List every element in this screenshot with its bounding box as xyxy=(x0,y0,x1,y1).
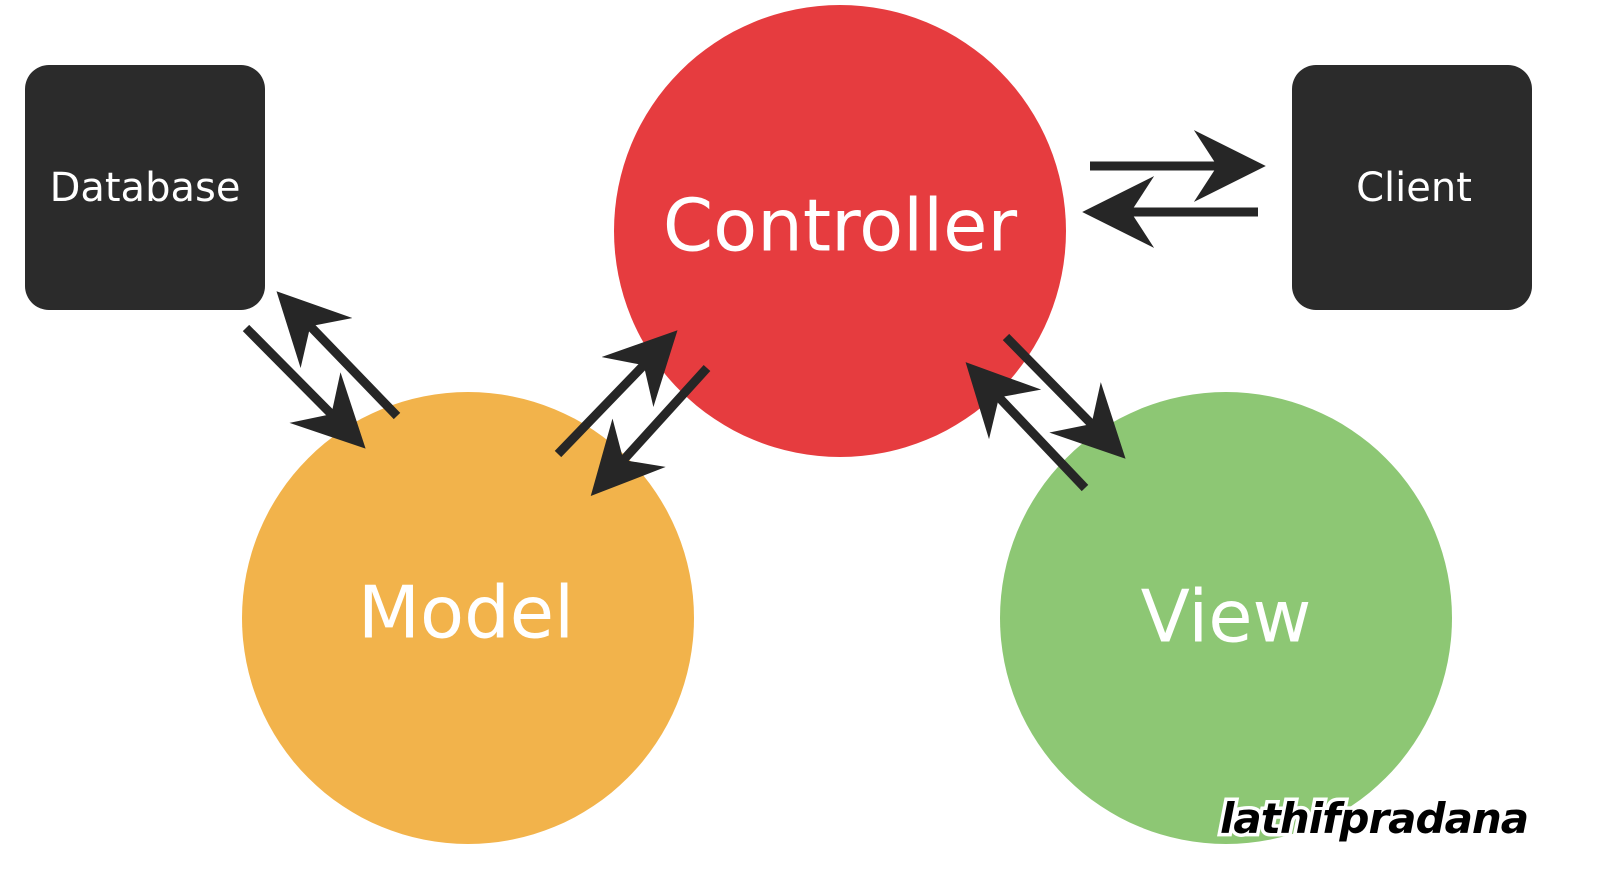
watermark: lathifpradana xyxy=(1220,794,1528,843)
controller-circle xyxy=(614,5,1066,457)
view-circle xyxy=(1000,392,1452,844)
client-box xyxy=(1292,65,1532,310)
model-circle xyxy=(242,392,694,844)
controller-label: Controller xyxy=(663,184,1018,268)
database-box xyxy=(25,65,265,310)
database-label: Database xyxy=(50,165,241,211)
model-label: Model xyxy=(358,571,574,655)
view-label: View xyxy=(1141,575,1312,659)
view-to-controller-arrow xyxy=(965,362,1089,492)
client-label: Client xyxy=(1356,165,1472,211)
database-to-model-arrow xyxy=(242,324,366,449)
model-to-controller-arrow xyxy=(554,330,678,458)
controller-to-model-arrow xyxy=(590,364,711,496)
model-to-database-arrow xyxy=(276,291,401,420)
controller-to-view-arrow xyxy=(1002,333,1126,459)
